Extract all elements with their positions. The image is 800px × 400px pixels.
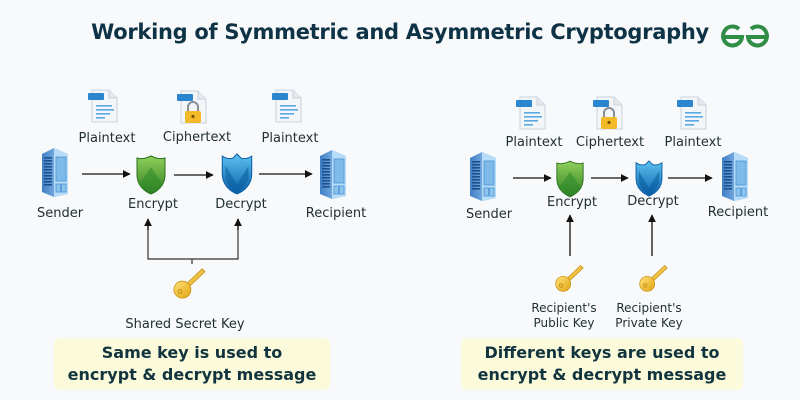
asymmetric-note: Different keys are used to encrypt & dec… (461, 338, 743, 390)
plaintext-document-icon (516, 96, 546, 130)
private-key-label: Recipient's Private Key (615, 301, 683, 330)
decrypt-shield-icon (220, 153, 254, 195)
recipient-server-icon (720, 150, 750, 202)
recipient-server-icon (318, 148, 348, 200)
shared-key-branch (147, 219, 239, 260)
decrypt-label: Decrypt (627, 194, 679, 209)
doc-label-ciphertext: Ciphertext (162, 130, 232, 145)
private-key-icon (638, 263, 668, 293)
public-key-icon (554, 263, 584, 293)
shared-secret-key-label: Shared Secret Key (125, 317, 245, 332)
ciphertext-locked-document-icon (593, 96, 623, 130)
shared-secret-key-icon (172, 266, 206, 300)
plaintext-document-icon (272, 89, 302, 123)
page-title: Working of Symmetric and Asymmetric Cryp… (91, 20, 709, 44)
encrypt-shield-icon (555, 160, 585, 198)
sender-label: Sender (36, 206, 84, 221)
doc-label-plaintext: Plaintext (78, 131, 136, 146)
encrypt-label: Encrypt (128, 197, 178, 212)
doc-label-plaintext: Plaintext (664, 135, 722, 150)
ciphertext-locked-document-icon (177, 90, 207, 124)
doc-label-plaintext: Plaintext (505, 135, 563, 150)
encrypt-shield-icon (135, 155, 167, 195)
plaintext-document-icon (677, 96, 707, 130)
geeksforgeeks-logo-icon (721, 24, 769, 48)
public-key-label: Recipient's Public Key (531, 301, 597, 330)
recipient-label: Recipient (707, 205, 769, 220)
decrypt-shield-icon (634, 160, 664, 197)
plaintext-document-icon (88, 89, 118, 123)
decrypt-label: Decrypt (215, 197, 267, 212)
doc-label-plaintext: Plaintext (261, 131, 319, 146)
recipient-label: Recipient (305, 206, 367, 221)
encrypt-label: Encrypt (547, 195, 597, 210)
symmetric-note: Same key is used to encrypt & decrypt me… (54, 338, 330, 390)
sender-server-icon (40, 146, 70, 198)
sender-label: Sender (465, 207, 513, 222)
doc-label-ciphertext: Ciphertext (575, 135, 645, 150)
sender-server-icon (468, 150, 498, 202)
